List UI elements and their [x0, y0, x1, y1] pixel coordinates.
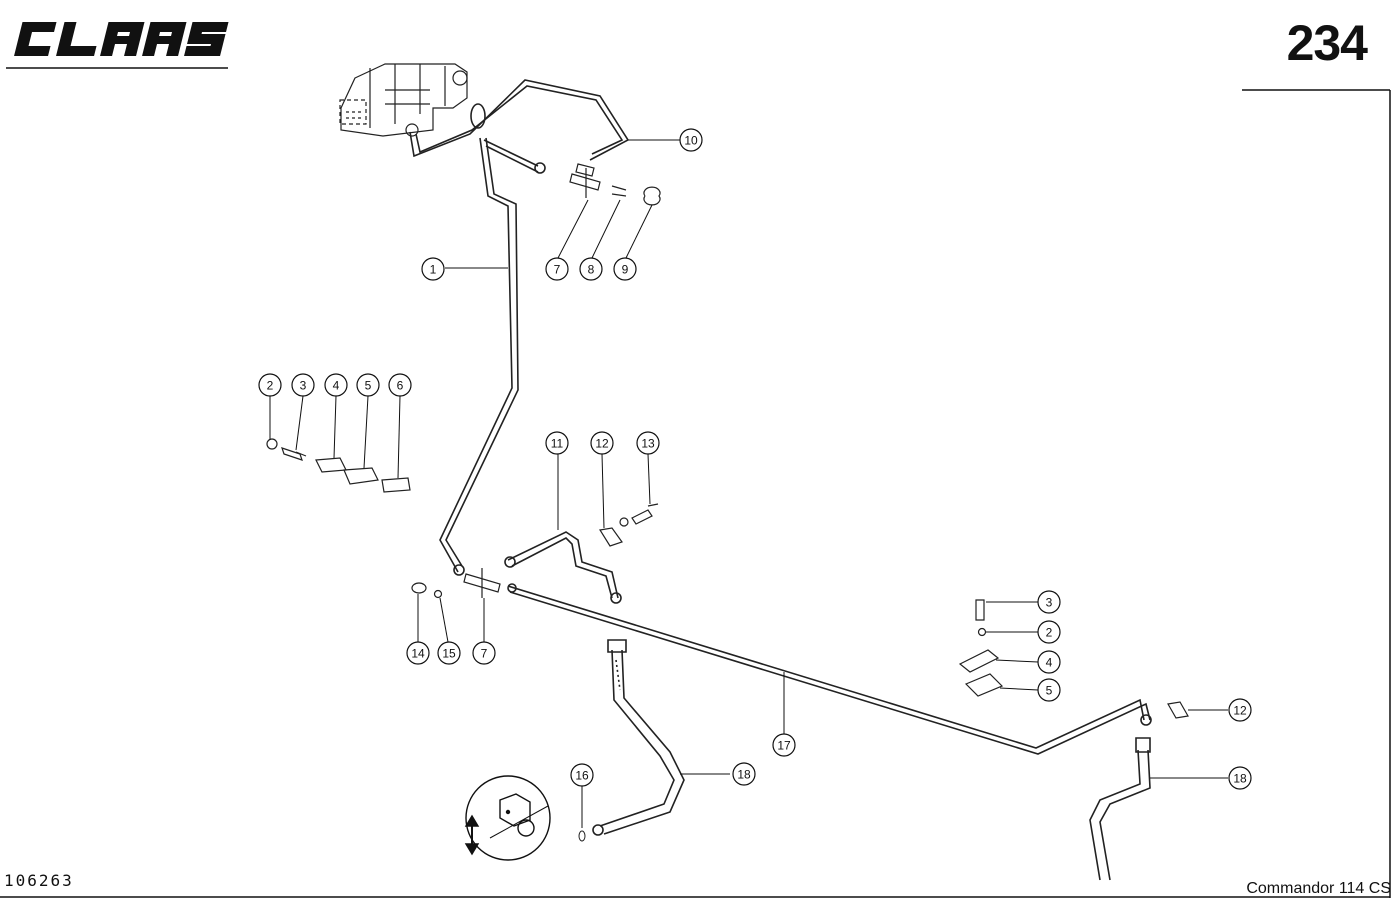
callout-9: 9: [613, 257, 637, 281]
callout-5: 5: [356, 373, 380, 397]
callout-18: 18: [732, 762, 756, 786]
callout-2: 2: [1037, 620, 1061, 644]
claas-logo: [6, 22, 229, 69]
o-ring-16: [578, 830, 586, 842]
callout-12: 12: [590, 431, 614, 455]
callout-number: 2: [1046, 626, 1053, 640]
pipe-1: [439, 137, 519, 576]
callout-14: 14: [406, 641, 430, 665]
callout-number: 1: [430, 263, 437, 277]
clip-bolt-group: [599, 503, 659, 547]
callout-number: 13: [641, 437, 655, 451]
callout-number: 16: [575, 769, 589, 783]
callout-2: 2: [258, 373, 282, 397]
callout-10: 10: [679, 128, 703, 152]
callout-11: 11: [545, 431, 569, 455]
callout-number: 3: [1046, 596, 1053, 610]
torque-symbol: [464, 775, 551, 861]
callout-number: 17: [777, 739, 791, 753]
callout-3: 3: [291, 373, 315, 397]
callout-number: 12: [1233, 704, 1247, 718]
callout-1: 1: [421, 257, 445, 281]
callout-number: 14: [411, 647, 425, 661]
callout-8: 8: [579, 257, 603, 281]
clamp-parts-left: [266, 438, 411, 493]
callout-number: 5: [365, 379, 372, 393]
clamp-parts-right: [958, 599, 1004, 697]
fittings-top: [569, 163, 661, 206]
callout-number: 12: [595, 437, 609, 451]
callout-number: 4: [333, 379, 340, 393]
callout-number: 2: [267, 379, 274, 393]
callout-6: 6: [388, 373, 412, 397]
callout-number: 4: [1046, 656, 1053, 670]
page-number: 234: [1286, 15, 1368, 71]
callout-5: 5: [1037, 678, 1061, 702]
callout-16: 16: [570, 763, 594, 787]
callout-number: 3: [300, 379, 307, 393]
machine-model: Commandor 114 CS: [1246, 880, 1391, 897]
hose-18-left: [592, 639, 685, 836]
callout-number: 18: [737, 768, 751, 782]
pipe-17: [507, 583, 1152, 755]
callout-number: 7: [481, 647, 488, 661]
callout-number: 5: [1046, 684, 1053, 698]
callout-13: 13: [636, 431, 660, 455]
callout-7: 7: [472, 641, 496, 665]
hose-18-right: [1089, 737, 1151, 881]
callout-number: 10: [684, 134, 698, 148]
callout-number: 18: [1233, 772, 1247, 786]
callout-18: 18: [1228, 766, 1252, 790]
callout-number: 6: [397, 379, 404, 393]
callout-number: 11: [551, 437, 564, 451]
callout-number: 15: [442, 647, 456, 661]
callout-4: 4: [324, 373, 348, 397]
callout-number: 9: [622, 263, 629, 277]
fittings-lower: [411, 568, 501, 599]
control-valve-block: [339, 63, 468, 137]
callout-12: 12: [1228, 698, 1252, 722]
clip-right: [1167, 701, 1189, 719]
callout-number: 7: [554, 263, 561, 277]
pipe-11: [504, 531, 622, 604]
pipe-top: [409, 79, 630, 174]
callout-number: 8: [588, 263, 595, 277]
callout-15: 15: [437, 641, 461, 665]
drawing-number: 106263: [4, 871, 74, 890]
callout-7: 7: [545, 257, 569, 281]
callout-4: 4: [1037, 650, 1061, 674]
callout-3: 3: [1037, 590, 1061, 614]
callout-17: 17: [772, 733, 796, 757]
